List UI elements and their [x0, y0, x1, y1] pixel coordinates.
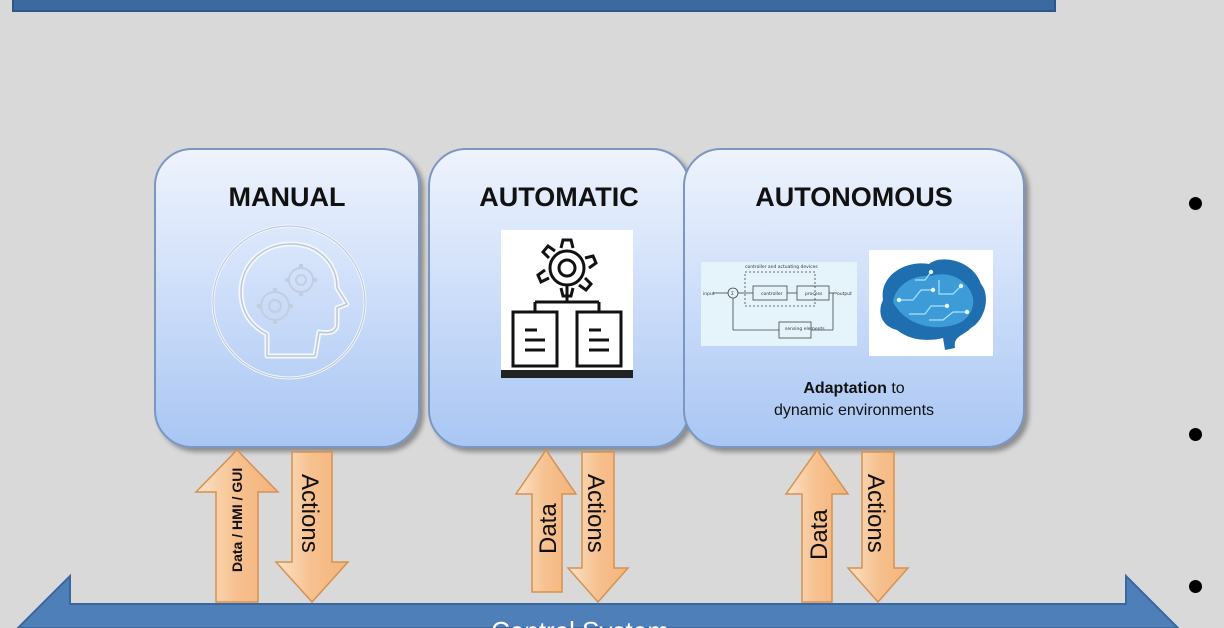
automatic-data-arrow	[514, 448, 578, 593]
diagram-process: process	[805, 291, 823, 297]
autonomous-actions-label: Actions	[862, 474, 889, 553]
bullet-3	[1189, 580, 1202, 593]
control-system-label: Control System	[491, 616, 669, 628]
autonomous-data-label: Data	[806, 509, 833, 560]
automatic-card: AUTOMATIC	[428, 148, 690, 448]
bullet-2	[1189, 428, 1202, 441]
ai-brain-image	[869, 250, 993, 356]
manual-data-arrow	[194, 448, 280, 603]
caption-bold: Adaptation	[803, 380, 887, 397]
manual-card: MANUAL	[154, 148, 420, 448]
manual-actions-label: Actions	[296, 474, 323, 553]
control-loop-diagram: controller and actuating devices input Σ…	[701, 262, 857, 346]
diagram-top-label: controller and actuating devices	[745, 264, 818, 270]
caption-line2: dynamic environments	[773, 402, 935, 419]
diagram-sensing: sensing elements	[785, 326, 825, 332]
automatic-actions-arrow	[566, 451, 630, 604]
diagram-output: output	[837, 291, 852, 297]
gear-flowchart-icon	[501, 238, 633, 378]
autonomous-caption: Adaptation to dynamic environments	[685, 378, 1023, 422]
head-gears-icon	[211, 224, 367, 380]
caption-rest: to	[886, 380, 905, 397]
diagram-input: input	[703, 291, 715, 297]
bullet-1	[1189, 197, 1202, 210]
autonomous-title: AUTONOMOUS	[755, 182, 953, 212]
manual-actions-arrow	[274, 451, 350, 604]
control-system-bar	[16, 573, 1180, 628]
autonomous-actions-arrow	[846, 451, 910, 604]
automation-image	[501, 230, 633, 378]
manual-title: MANUAL	[228, 182, 346, 212]
diagram-sum: Σ	[731, 291, 734, 297]
autonomous-card: AUTONOMOUS controller and actuating devi…	[683, 148, 1025, 448]
automatic-actions-label: Actions	[582, 474, 609, 553]
manual-data-label: Data / HMI / GUI	[229, 468, 245, 572]
diagram-controller: controller	[761, 291, 783, 297]
automatic-data-label: Data	[535, 503, 562, 554]
automatic-title: AUTOMATIC	[479, 182, 639, 212]
autonomous-data-arrow	[784, 448, 850, 603]
title-bar	[12, 0, 1056, 12]
